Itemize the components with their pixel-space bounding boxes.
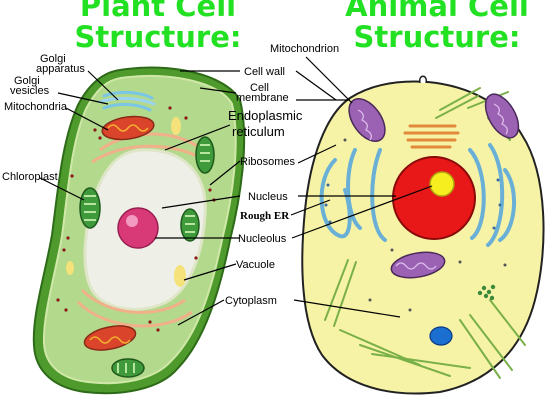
label-chloroplast: Chloroplast [2, 171, 58, 183]
label-mitochondrion: Mitochondrion [270, 43, 339, 55]
animal-free-ribosomes [343, 138, 507, 312]
animal-ribosome-cluster [477, 284, 496, 301]
plant-mitochondrion-bottom [83, 325, 137, 351]
label-golgi-vesicles-2: vesicles [10, 85, 50, 97]
label-golgi-apparatus-2: apparatus [36, 63, 85, 75]
animal-mitochondrion-bottom [390, 251, 446, 279]
label-mitochondria: Mitochondria [4, 101, 68, 113]
plant-title-line2: Structure: [75, 20, 242, 54]
label-nucleus: Nucleus [248, 191, 288, 203]
plant-chloroplast-left [79, 187, 101, 229]
label-rough-er: Rough ER [240, 210, 290, 222]
plant-chloroplast-bottom [111, 358, 145, 378]
label-golgi-apparatus-1: Golgi [40, 53, 66, 65]
plant-title-line1: Plant Cell [80, 0, 236, 23]
animal-nucleus [392, 156, 476, 240]
label-nucleolus: Nucleolus [238, 233, 287, 245]
plant-chloroplast-right-top [195, 136, 215, 174]
label-vacuole: Vacuole [236, 259, 275, 271]
plant-vesicles [66, 117, 186, 287]
label-ribosomes: Ribosomes [240, 156, 296, 168]
animal-rough-er [319, 143, 517, 247]
membrane-notch [419, 75, 427, 84]
plant-golgi-apparatus [98, 90, 156, 112]
nucleolus-highlight [126, 215, 138, 227]
animal-golgi [403, 124, 460, 149]
leader-lines [39, 56, 433, 326]
plant-chloroplast-right-mid [180, 208, 200, 242]
label-cell-wall: Cell wall [244, 66, 285, 78]
label-cell-membrane-2: membrane [236, 92, 289, 104]
plant-nucleolus [117, 207, 159, 249]
animal-mitochondrion-top-left [348, 98, 386, 142]
label-er-1: Endoplasmic [228, 108, 303, 123]
label-er-2: reticulum [232, 124, 285, 139]
plant-labels: Golgi apparatus Golgi vesicles Mitochond… [2, 53, 85, 183]
center-labels: Cell wall Cell membrane Endoplasmic reti… [225, 66, 303, 307]
label-cell-membrane-1: Cell [250, 82, 269, 94]
animal-title-line2: Structure: [354, 20, 521, 54]
animal-title-line1: Animal Cell [345, 0, 529, 23]
animal-nucleolus [429, 171, 455, 197]
animal-rough-er-dots [324, 178, 502, 230]
plant-mitochondrion-top [101, 115, 155, 141]
plant-cell [32, 66, 246, 395]
animal-mitochondrion-top-right [484, 93, 520, 139]
plant-ribosomes [56, 106, 216, 332]
animal-cell [301, 75, 545, 395]
animal-labels: Mitochondrion [270, 43, 339, 55]
label-cytoplasm: Cytoplasm [225, 295, 277, 307]
animal-lysosome [429, 326, 453, 346]
label-golgi-vesicles-1: Golgi [14, 75, 40, 87]
